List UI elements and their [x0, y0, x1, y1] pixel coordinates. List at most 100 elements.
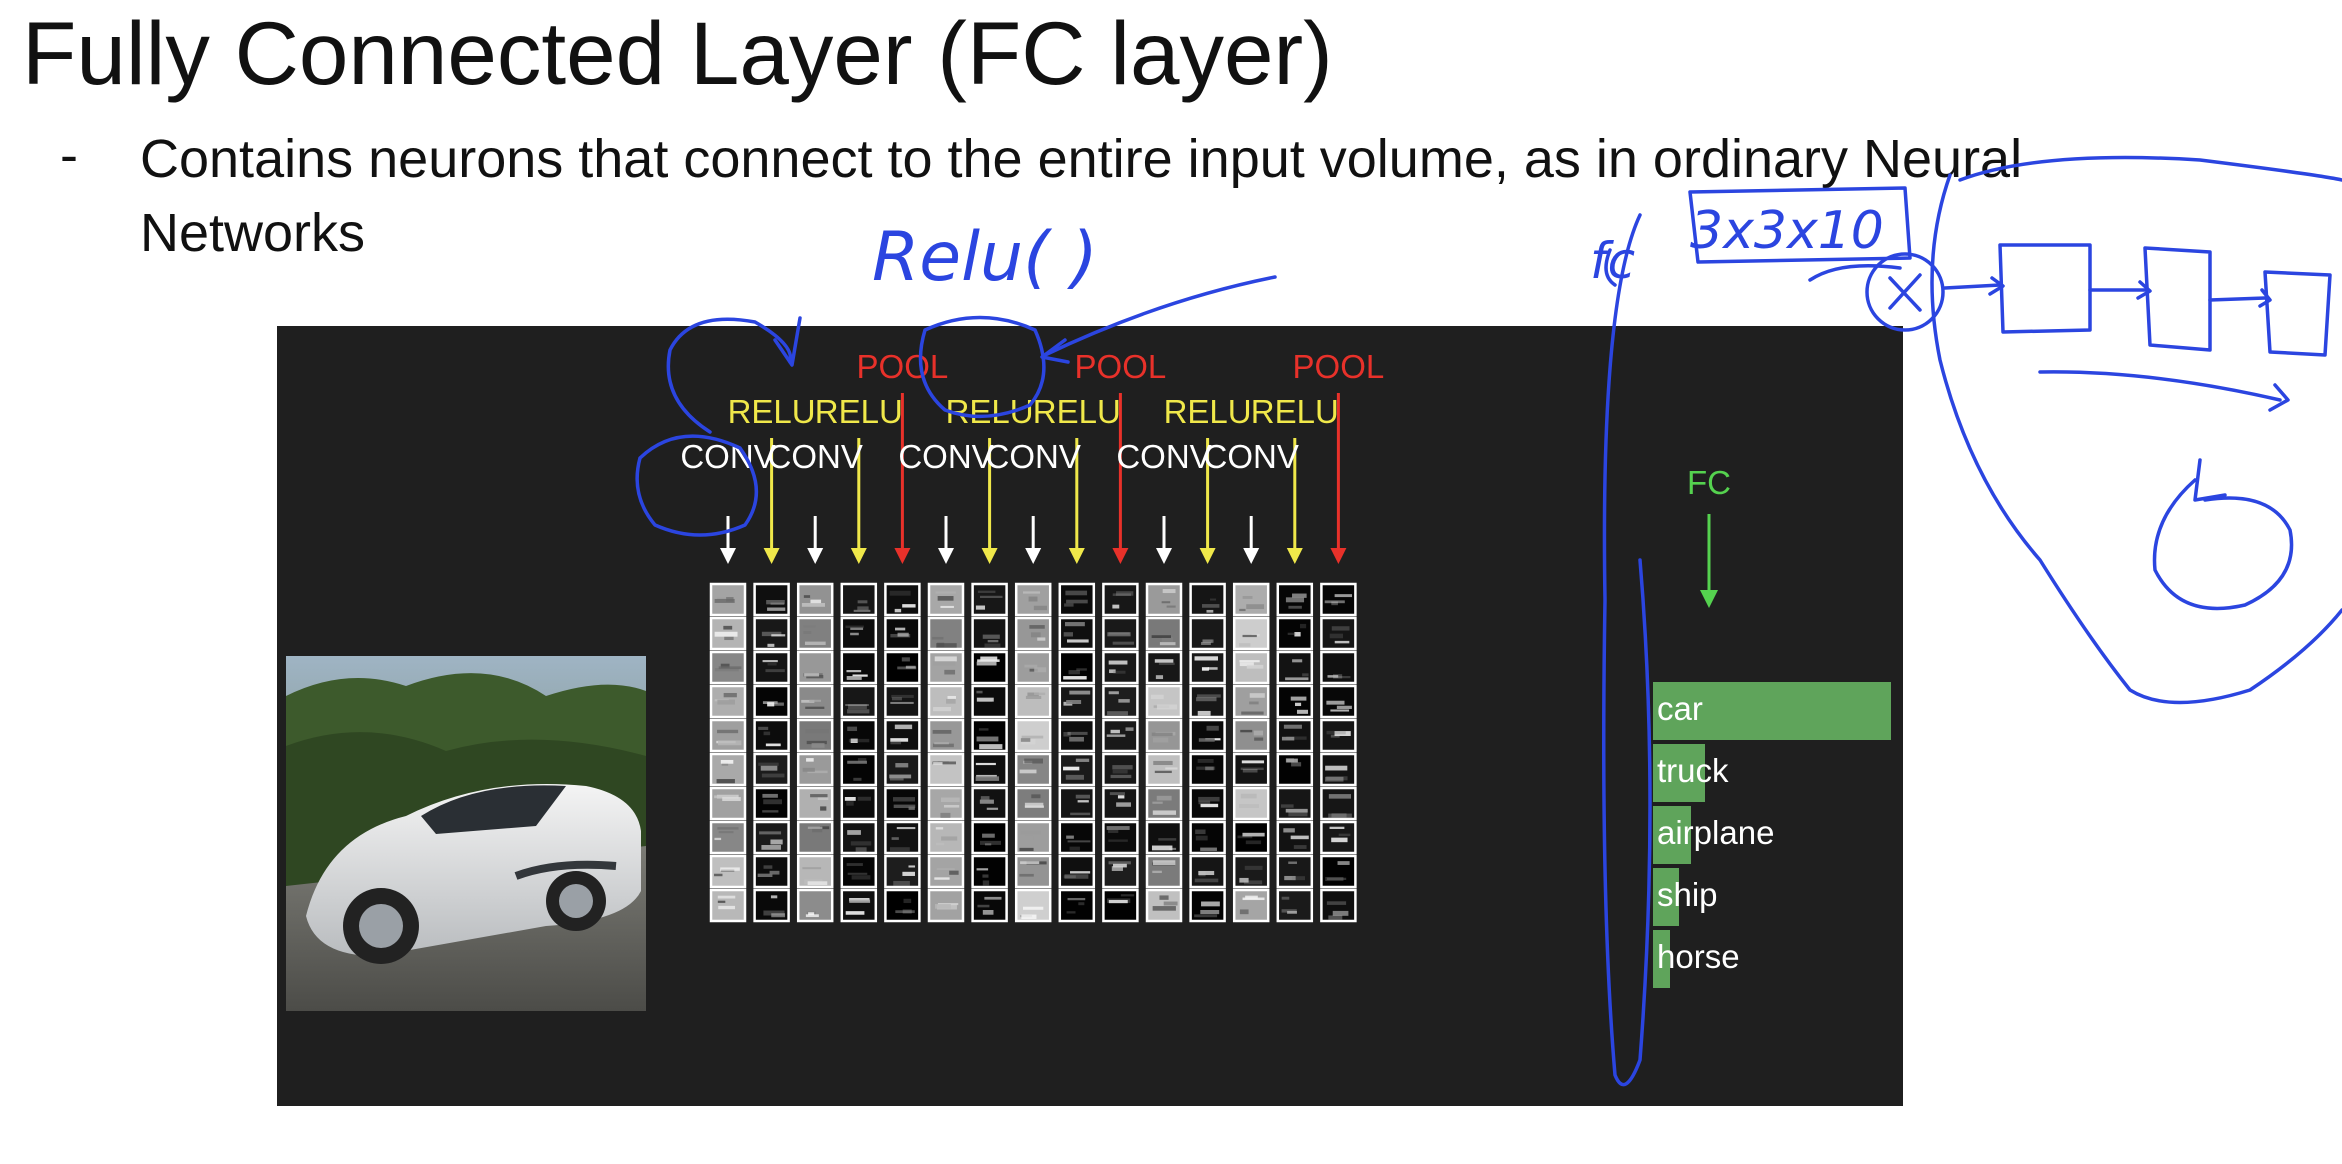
fc-label: FC [1687, 464, 1731, 502]
feature-texture [1337, 706, 1352, 709]
feature-texture [717, 827, 738, 829]
feature-texture [1066, 836, 1074, 839]
feature-texture [1302, 673, 1308, 676]
feature-texture [761, 766, 778, 771]
feature-texture [1328, 915, 1342, 919]
feature-texture [845, 626, 863, 629]
feature-texture [1109, 691, 1119, 694]
feature-texture [810, 794, 827, 797]
feature-texture [979, 728, 989, 730]
feature-texture [1021, 915, 1036, 919]
feature-texture [1110, 792, 1125, 795]
feature-texture [1078, 800, 1089, 802]
layer-arrow-head [1200, 548, 1216, 564]
feature-texture [892, 837, 899, 840]
feature-map-cell [798, 652, 832, 683]
feature-texture [768, 663, 777, 666]
layer-label-conv: CONV [680, 438, 775, 476]
feature-texture [1294, 845, 1307, 849]
feature-texture [1162, 601, 1171, 603]
feature-map-cell [1321, 584, 1355, 615]
feature-texture [982, 874, 988, 877]
feature-texture [981, 796, 990, 799]
feature-texture [762, 632, 782, 636]
feature-texture [1113, 770, 1128, 774]
feature-texture [897, 667, 916, 670]
feature-texture [806, 758, 814, 762]
feature-texture [1281, 804, 1294, 807]
class-label: ship [1657, 876, 1718, 914]
feature-texture [845, 704, 869, 706]
feature-texture [1200, 910, 1219, 914]
feature-texture [895, 628, 905, 631]
feature-texture [933, 762, 942, 765]
feature-texture [1159, 895, 1168, 899]
feature-texture [1288, 862, 1297, 864]
feature-map-cell [885, 584, 919, 615]
feature-texture [1116, 802, 1131, 806]
feature-texture [1283, 828, 1294, 832]
feature-texture [1065, 591, 1087, 596]
feature-texture [818, 797, 828, 800]
feature-texture [987, 808, 998, 810]
feature-texture [982, 834, 995, 838]
feature-texture [1332, 626, 1350, 630]
feature-texture [1243, 596, 1253, 599]
feature-texture [1126, 727, 1134, 731]
feature-texture [718, 896, 736, 899]
feature-texture [1068, 898, 1086, 900]
feature-texture [1246, 840, 1261, 844]
feature-map-cell [842, 890, 876, 921]
feature-texture [1031, 632, 1041, 637]
feature-texture [983, 910, 994, 915]
feature-texture [1076, 795, 1090, 799]
feature-texture [895, 763, 908, 767]
feature-map-cell [973, 856, 1007, 887]
feature-texture [718, 740, 741, 745]
feature-texture [1247, 665, 1264, 669]
feature-texture [980, 596, 1003, 598]
class-label: airplane [1657, 814, 1774, 852]
feature-texture [933, 661, 955, 665]
feature-texture [854, 610, 871, 612]
feature-texture [808, 912, 814, 915]
feature-texture [809, 700, 821, 702]
feature-texture [1206, 726, 1218, 731]
feature-texture [984, 897, 1001, 900]
feature-texture [1239, 804, 1259, 808]
layer-arrow-head [764, 548, 780, 564]
feature-texture [933, 730, 952, 734]
feature-texture [758, 874, 773, 877]
feature-texture [1286, 759, 1298, 763]
feature-map-cell [1278, 720, 1312, 751]
feature-texture [1068, 840, 1091, 842]
feature-texture [1021, 738, 1030, 742]
feature-texture [1200, 848, 1217, 851]
feature-texture [980, 800, 994, 804]
feature-texture [1023, 591, 1040, 593]
feature-texture [1197, 694, 1221, 697]
feature-texture [1245, 896, 1258, 899]
feature-texture [1113, 593, 1131, 596]
feature-texture [759, 831, 781, 834]
feature-texture [1198, 759, 1214, 763]
feature-texture [1300, 624, 1306, 628]
feature-texture [1325, 766, 1347, 771]
feature-texture [762, 810, 778, 812]
feature-texture [1331, 735, 1340, 738]
layer-label-conv: CONV [1204, 438, 1299, 476]
feature-texture [944, 805, 959, 808]
layer-arrow-head [720, 548, 736, 564]
feature-texture [723, 626, 732, 630]
layer-arrow-head [1287, 548, 1303, 564]
feature-texture [1325, 877, 1343, 881]
feature-texture [808, 881, 828, 885]
feature-texture [892, 697, 902, 700]
feature-texture [1113, 642, 1134, 645]
feature-texture [1157, 796, 1172, 801]
feature-texture [938, 596, 954, 601]
layer-arrow-head [1069, 548, 1085, 564]
feature-map-cell [1060, 890, 1094, 921]
feature-map-cell [842, 720, 876, 751]
feature-texture [977, 659, 999, 662]
